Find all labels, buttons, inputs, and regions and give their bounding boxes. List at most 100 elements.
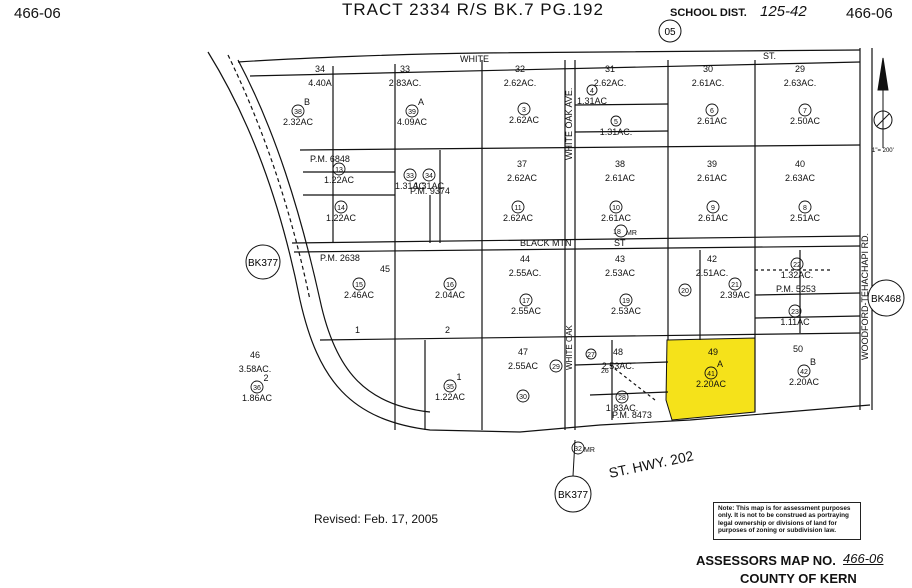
parcel-p23-number[interactable]: 23 bbox=[791, 309, 799, 316]
parcel-p22-acreage: 1.32AC. bbox=[781, 270, 814, 280]
parcel-32: 32 bbox=[574, 446, 582, 453]
street-white-oak-lower: WHITE OAK bbox=[565, 324, 574, 370]
parcel-p34-lot: 34 bbox=[315, 64, 325, 74]
revised-date: Revised: Feb. 17, 2005 bbox=[314, 512, 439, 526]
parcel-p17-acreage: 2.55AC bbox=[511, 306, 542, 316]
parcel-p3-acreage: 2.62AC bbox=[509, 115, 540, 125]
parcel-p16-number[interactable]: 16 bbox=[446, 282, 454, 289]
parcel-p46-acreage: 3.58AC. bbox=[239, 364, 272, 374]
lot-1: 1 bbox=[355, 325, 360, 335]
parcel-p19-number[interactable]: 19 bbox=[622, 298, 630, 305]
parcel-p21-acreage: 2.39AC bbox=[720, 290, 751, 300]
parcel-29: 29 bbox=[552, 364, 560, 371]
parcel-p32-lot: 32 bbox=[515, 64, 525, 74]
parcel-p35-lot: 1 bbox=[456, 372, 461, 382]
parcel-p39-acreage: 2.61AC bbox=[697, 173, 728, 183]
parcel-p6-acreage: 2.61AC bbox=[697, 116, 728, 126]
parcel-p42-acreage: 2.51AC. bbox=[696, 268, 729, 278]
parcel-p46-lot: 46 bbox=[250, 350, 260, 360]
parcel-p42b-number[interactable]: 42 bbox=[800, 369, 808, 376]
parcel-p35-acreage: 1.22AC bbox=[435, 392, 466, 402]
parcel-p33-lot: 33 bbox=[400, 64, 410, 74]
parcel-p14-number[interactable]: 14 bbox=[337, 205, 345, 212]
street-st-middle: ST bbox=[614, 238, 626, 248]
parcel-p5-acreage: 1.31AC. bbox=[600, 127, 633, 137]
parcel-p47-lot: 47 bbox=[518, 347, 528, 357]
parcel-p15-number[interactable]: 15 bbox=[355, 282, 363, 289]
parcel-p40-lot: 40 bbox=[795, 159, 805, 169]
parcel-p17-number[interactable]: 17 bbox=[522, 298, 530, 305]
parcel-p22-number[interactable]: 22 bbox=[793, 262, 801, 269]
parcel-p38b-number[interactable]: 38 bbox=[294, 109, 302, 116]
parcel-p10-number[interactable]: 10 bbox=[612, 205, 620, 212]
parcel-p36-number[interactable]: 36 bbox=[253, 385, 261, 392]
parcel-p34b-number[interactable]: 34 bbox=[425, 173, 433, 180]
parcel-p35-number[interactable]: 35 bbox=[446, 384, 454, 391]
tract-title: TRACT 2334 R/S BK.7 PG.192 bbox=[342, 0, 604, 19]
parcel-p37-lot: 37 bbox=[517, 159, 527, 169]
map-number-left: 466-06 bbox=[14, 5, 61, 22]
ref-bk377-bottom[interactable]: BK377 bbox=[558, 490, 588, 501]
parcel-p23-acreage: 1.11AC bbox=[780, 317, 810, 327]
parcel-p44-lot: 44 bbox=[520, 254, 530, 264]
parcel-p31-acreage: 2.62AC. bbox=[594, 78, 627, 88]
parcel-p13-number[interactable]: 13 bbox=[335, 167, 343, 174]
parcel-p3-number[interactable]: 3 bbox=[522, 107, 526, 114]
parcel-p28-number[interactable]: 28 bbox=[618, 395, 626, 402]
parcel-p9-acreage: 2.61AC bbox=[698, 213, 729, 223]
parcel-p8-acreage: 2.51AC bbox=[790, 213, 821, 223]
parcel-p7-acreage: 2.50AC bbox=[790, 116, 821, 126]
highway-curve-outer bbox=[207, 51, 871, 433]
parcel-p31-lot: 31 bbox=[605, 64, 615, 74]
parcel-p5-number[interactable]: 5 bbox=[614, 119, 618, 126]
parcel-p44-acreage: 2.55AC. bbox=[509, 268, 542, 278]
parcel-p48-lot: 48 bbox=[613, 347, 623, 357]
parcel-p38b-lot: B bbox=[304, 97, 310, 107]
parcel-18: 18 bbox=[613, 229, 621, 236]
street-highway-202: ST. HWY. 202 bbox=[607, 447, 695, 481]
parcel-p33b-number[interactable]: 33 bbox=[406, 173, 414, 180]
parcel-p7-number[interactable]: 7 bbox=[803, 108, 807, 115]
parcel-p38b-acreage: 2.32AC bbox=[283, 117, 314, 127]
ref-bk468[interactable]: BK468 bbox=[871, 294, 901, 305]
highway-curve-inner bbox=[237, 59, 431, 413]
parcel-p30-lot: 30 bbox=[703, 64, 713, 74]
parcel-p41-number[interactable]: 41 bbox=[707, 371, 715, 378]
lot-50: 50 bbox=[793, 344, 803, 354]
lot-49: 49 bbox=[708, 347, 718, 357]
parcel-p42b-lot: B bbox=[810, 357, 816, 367]
ref-bk377-left[interactable]: BK377 bbox=[248, 258, 278, 269]
parcel-p43-acreage: 2.53AC bbox=[605, 268, 636, 278]
parcel-p15-acreage: 2.46AC bbox=[344, 290, 375, 300]
book-circle-label: 05 bbox=[664, 27, 676, 38]
parcel-p6-number[interactable]: 6 bbox=[710, 108, 714, 115]
parcel-p8-number[interactable]: 8 bbox=[803, 205, 807, 212]
pm-8473: P.M. 8473 bbox=[612, 410, 652, 420]
parcel-p11-acreage: 2.62AC bbox=[503, 213, 534, 223]
parcel-p30-acreage: 2.61AC. bbox=[692, 78, 725, 88]
parcel-p4-number[interactable]: 4 bbox=[590, 88, 594, 95]
pm-5253: P.M. 5253 bbox=[776, 284, 816, 294]
street-woodford-tehachapi: WOODFORD-TEHACHAPI RD. bbox=[860, 233, 870, 360]
parcel-32-mr: MR bbox=[584, 447, 595, 454]
parcel-p36-lot: 2 bbox=[263, 373, 268, 383]
map-number-right: 466-06 bbox=[846, 5, 893, 22]
parcel-30: 30 bbox=[519, 394, 527, 401]
parcel-p21-number[interactable]: 21 bbox=[731, 282, 739, 289]
parcel-p48-acreage: 2.53AC. bbox=[602, 361, 635, 371]
street-black-mtn: BLACK MTN bbox=[520, 238, 572, 248]
street-white: WHITE bbox=[460, 54, 489, 64]
parcel-p16-acreage: 2.04AC bbox=[435, 290, 466, 300]
parcel-p41-acreage: 2.20AC bbox=[696, 379, 727, 389]
parcel-p4-acreage: 1.31AC bbox=[577, 96, 608, 106]
lot-45: 45 bbox=[380, 264, 390, 274]
parcel-p11-number[interactable]: 11 bbox=[514, 205, 521, 212]
parcel-p36-acreage: 1.86AC bbox=[242, 393, 273, 403]
parcel-18-mr: MR bbox=[626, 230, 637, 237]
parcel-p9-number[interactable]: 9 bbox=[711, 205, 715, 212]
parcel-p39a-number[interactable]: 39 bbox=[408, 109, 416, 116]
school-district-label: SCHOOL DIST. bbox=[670, 7, 747, 19]
street-white-oak-ave: WHITE OAK AVE. bbox=[564, 88, 574, 160]
assessors-map-label: ASSESSORS MAP NO. bbox=[696, 553, 836, 568]
